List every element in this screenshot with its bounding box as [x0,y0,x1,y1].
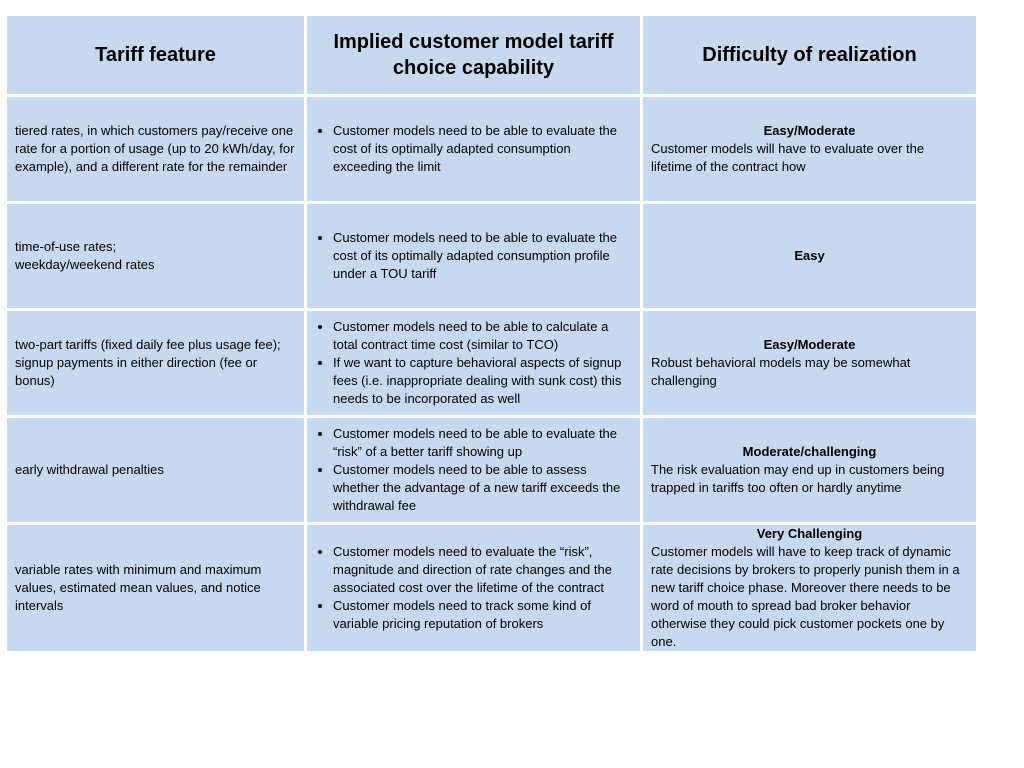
feature-cell: early withdrawal penalties [7,418,304,522]
feature-cell: two-part tariffs (fixed daily fee plus u… [7,311,304,415]
difficulty-cell: Easy [643,204,976,308]
difficulty-cell: Moderate/challenging The risk evaluation… [643,418,976,522]
capability-item: Customer models need to track some kind … [333,597,632,633]
capability-item: Customer models need to be able to evalu… [333,229,632,283]
difficulty-rating: Easy/Moderate [763,337,856,352]
feature-cell: variable rates with minimum and maximum … [7,525,304,651]
difficulty-cell: Easy/Moderate Customer models will have … [643,97,976,201]
header-difficulty: Difficulty of realization [643,16,976,94]
table-row: variable rates with minimum and maximum … [7,525,976,651]
table-row: tiered rates, in which customers pay/rec… [7,97,976,201]
difficulty-description: Customer models will have to keep track … [651,544,960,649]
feature-text: time-of-use rates; [15,239,117,254]
capability-item: Customer models need to be able to evalu… [333,425,632,461]
difficulty-cell: Easy/Moderate Robust behavioral models m… [643,311,976,415]
table-row: time-of-use rates; weekday/weekend rates… [7,204,976,308]
feature-text: two-part tariffs (fixed daily fee plus u… [15,337,281,352]
table-row: two-part tariffs (fixed daily fee plus u… [7,311,976,415]
difficulty-description: Robust behavioral models may be somewhat… [651,355,911,388]
capability-cell: Customer models need to be able to calcu… [307,311,640,415]
table-row: early withdrawal penalties Customer mode… [7,418,976,522]
header-row: Tariff feature Implied customer model ta… [7,16,976,94]
capability-item: Customer models need to evaluate the “ri… [333,543,632,597]
tariff-table: Tariff feature Implied customer model ta… [4,13,979,654]
feature-cell: time-of-use rates; weekday/weekend rates [7,204,304,308]
capability-cell: Customer models need to be able to evalu… [307,204,640,308]
feature-text: early withdrawal penalties [15,462,164,477]
difficulty-description: Customer models will have to evaluate ov… [651,141,925,174]
capability-item: Customer models need to be able to calcu… [333,318,632,354]
difficulty-cell: Very Challenging Customer models will ha… [643,525,976,651]
header-tariff-feature: Tariff feature [7,16,304,94]
capability-list: Customer models need to be able to evalu… [315,229,632,283]
difficulty-rating: Easy/Moderate [763,123,856,138]
capability-list: Customer models need to evaluate the “ri… [315,543,632,633]
capability-cell: Customer models need to be able to evalu… [307,97,640,201]
header-capability: Implied customer model tariff choice cap… [307,16,640,94]
capability-cell: Customer models need to evaluate the “ri… [307,525,640,651]
difficulty-description: The risk evaluation may end up in custom… [651,462,945,495]
capability-list: Customer models need to be able to evalu… [315,425,632,515]
feature-text: variable rates with minimum and maximum … [15,562,262,613]
capability-list: Customer models need to be able to evalu… [315,122,632,176]
difficulty-rating: Very Challenging [756,526,863,541]
capability-item: Customer models need to be able to asses… [333,461,632,515]
capability-list: Customer models need to be able to calcu… [315,318,632,408]
feature-text: weekday/weekend rates [15,257,155,272]
capability-item: Customer models need to be able to evalu… [333,122,632,176]
difficulty-rating: Easy [794,248,825,263]
difficulty-rating: Moderate/challenging [742,444,877,459]
feature-text: signup payments in either direction (fee… [15,355,258,388]
feature-cell: tiered rates, in which customers pay/rec… [7,97,304,201]
feature-text: tiered rates, in which customers pay/rec… [15,123,295,174]
capability-item: If we want to capture behavioral aspects… [333,354,632,408]
capability-cell: Customer models need to be able to evalu… [307,418,640,522]
